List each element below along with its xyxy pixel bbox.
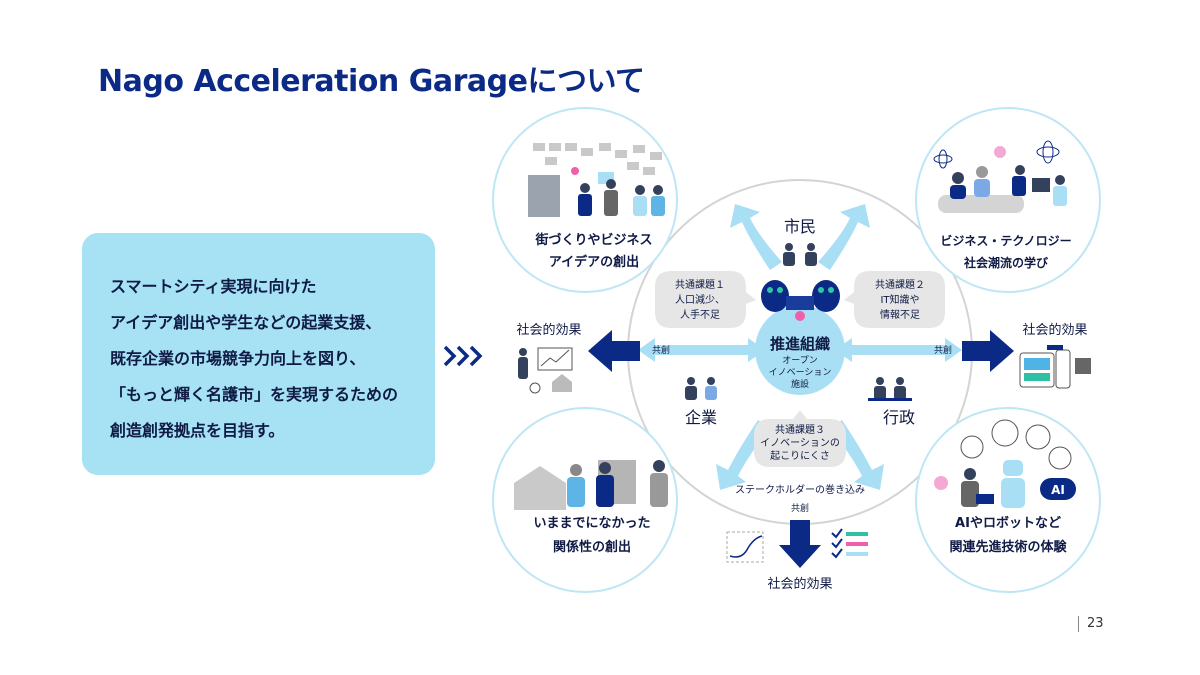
checklist-icon [831,528,868,559]
chevron-right-icon [443,345,483,367]
arrow-left-icon [588,330,640,372]
center-sub: オープン [782,355,817,366]
lightbulb-icon [934,476,948,490]
issue-bubble-2: 共通課題２ IT知識や 情報不足 [844,271,945,328]
collab-label: 共創 [791,502,809,514]
lightbulb-icon [571,167,579,175]
circle-label: 社会潮流の学び [963,255,1049,270]
stakeholder-companies: 企業 [685,408,717,427]
circle-top-left: 街づくりやビジネス アイデアの創出 [492,107,678,293]
atom-icon [933,140,1060,169]
issue-text: 人手不足 [680,308,720,321]
robot-icon [1001,460,1025,508]
chart-icon [726,531,764,563]
collab-arrow-left [638,338,765,362]
circle-label: 関連先進技術の体験 [949,539,1067,555]
summary-line: スマートシティ実現に向けた [110,277,317,296]
summary-line: アイデア創出や学生などの起業支援、 [110,313,382,332]
chart-icon [518,347,573,394]
effect-label-right: 社会的効果 [1022,322,1087,338]
issue-text: 情報不足 [880,308,920,321]
issue-text: 人口減少、 [675,293,725,306]
device-icon [1019,345,1091,389]
building-icon [528,175,560,217]
people-icon [685,243,912,401]
circle-label: いままでになかった [533,516,650,531]
issue-label: 共通課題１ [675,278,725,291]
summary-box: スマートシティ実現に向けた アイデア創出や学生などの起業支援、 既存企業の市場競… [82,233,435,475]
arrow-up-right-icon [818,204,870,270]
issue-text: 起こりにくさ [770,450,830,462]
summary-line: 既存企業の市場競争力向上を図り、 [110,349,366,368]
page-number: 23 [1078,616,1104,632]
circle-label: 関係性の創出 [553,539,631,555]
arrow-down-icon [779,520,821,568]
ai-badge: AI [1051,483,1065,497]
circle-label: AIやロボットなど [955,515,1061,531]
arrow-right-icon [962,330,1014,372]
center-title: 推進組織 [770,335,830,353]
arrow-up-left-icon [730,204,782,270]
center-sub: イノベーション [769,368,832,378]
issue-bubble-1: 共通課題１ 人口減少、 人手不足 [655,271,756,328]
center-sub: 施設 [791,378,809,390]
issue-label: 共通課題２ [875,278,925,291]
effect-label-bottom: 社会的効果 [767,576,832,592]
collab-label: 共創 [652,344,670,356]
building-icon [514,466,566,510]
issue-bubble-3: 共通課題３ イノベーションの 起こりにくさ [754,410,846,467]
circle-label: 街づくりやビジネス [534,232,652,248]
summary-line: 創造創発拠点を目指す。 [110,421,285,440]
stakeholder-government: 行政 [883,408,915,427]
circle-bottom-right: AI AIやロボットなど 関連先進技術の体験 [915,407,1101,593]
page-title: Nago Acceleration Garageについて [98,64,645,99]
collab-label: 共創 [934,344,952,356]
issue-text: イノベーションの [760,437,840,449]
stakeholder-involvement: ステークホルダーの巻き込み [735,483,865,496]
summary-line: 「もっと輝く名護市」を実現するための [110,385,399,404]
lightbulb-icon [994,146,1006,158]
circle-label: アイデアの創出 [549,254,639,270]
mascot-icon [761,280,840,321]
collab-arrow-right [835,338,962,362]
issue-text: IT知識や [880,293,919,306]
circle-label: ビジネス・テクノロジー [940,233,1071,248]
effect-label-left: 社会的効果 [516,322,581,338]
circle-top-right: ビジネス・テクノロジー 社会潮流の学び [915,107,1101,293]
issue-label: 共通課題３ [775,423,825,436]
stakeholder-citizens: 市民 [784,217,816,236]
center-circle [755,305,845,395]
circle-bottom-left: いままでになかった 関係性の創出 [492,407,678,593]
